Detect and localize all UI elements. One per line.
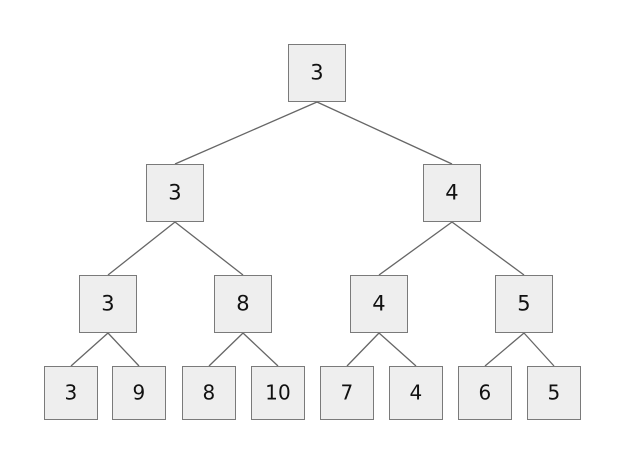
tree-edge bbox=[316, 101, 453, 165]
tree-node[interactable]: 3 bbox=[79, 275, 137, 333]
tree-edge bbox=[484, 332, 525, 367]
tree-edge bbox=[174, 101, 318, 165]
tree-edge bbox=[107, 221, 176, 276]
tree-node-value: 9 bbox=[132, 380, 146, 405]
tree-node[interactable]: 5 bbox=[527, 366, 581, 420]
tree-edge bbox=[208, 332, 244, 367]
tree-node-value: 4 bbox=[372, 291, 386, 315]
tree-node-value: 4 bbox=[409, 380, 423, 405]
tree-edge bbox=[523, 332, 555, 367]
tree-node[interactable]: 8 bbox=[182, 366, 236, 420]
tree-edge bbox=[242, 332, 279, 367]
tree-node[interactable]: 4 bbox=[350, 275, 408, 333]
tree-node-value: 5 bbox=[517, 291, 531, 315]
tree-node-value: 3 bbox=[168, 180, 182, 204]
tree-edge bbox=[107, 332, 140, 367]
tree-node-value: 6 bbox=[478, 380, 492, 405]
tree-node[interactable]: 8 bbox=[214, 275, 272, 333]
tree-node[interactable]: 5 bbox=[495, 275, 553, 333]
tree-node-value: 4 bbox=[445, 180, 459, 204]
tree-edge bbox=[346, 332, 380, 367]
tree-node-value: 3 bbox=[101, 291, 115, 315]
tree-node-value: 7 bbox=[340, 380, 354, 405]
tree-node[interactable]: 3 bbox=[146, 164, 204, 222]
tree-node[interactable]: 4 bbox=[423, 164, 481, 222]
tree-node-value: 3 bbox=[310, 60, 324, 84]
tree-edge bbox=[378, 221, 453, 276]
tree-edge bbox=[378, 332, 417, 367]
tree-node[interactable]: 4 bbox=[389, 366, 443, 420]
tree-node[interactable]: 3 bbox=[288, 44, 346, 102]
tree-node-value: 8 bbox=[202, 380, 216, 405]
tree-node[interactable]: 6 bbox=[458, 366, 512, 420]
tree-node[interactable]: 10 bbox=[251, 366, 305, 420]
tree-node-value: 3 bbox=[64, 380, 78, 405]
tree-edge bbox=[451, 221, 525, 276]
tree-node[interactable]: 3 bbox=[44, 366, 98, 420]
tree-edge bbox=[174, 221, 244, 276]
tree-node-value: 8 bbox=[236, 291, 250, 315]
tree-node[interactable]: 9 bbox=[112, 366, 166, 420]
tree-edge bbox=[70, 332, 109, 367]
tree-node-value: 5 bbox=[547, 380, 561, 405]
tree-node-value: 10 bbox=[265, 380, 291, 405]
tree-node[interactable]: 7 bbox=[320, 366, 374, 420]
